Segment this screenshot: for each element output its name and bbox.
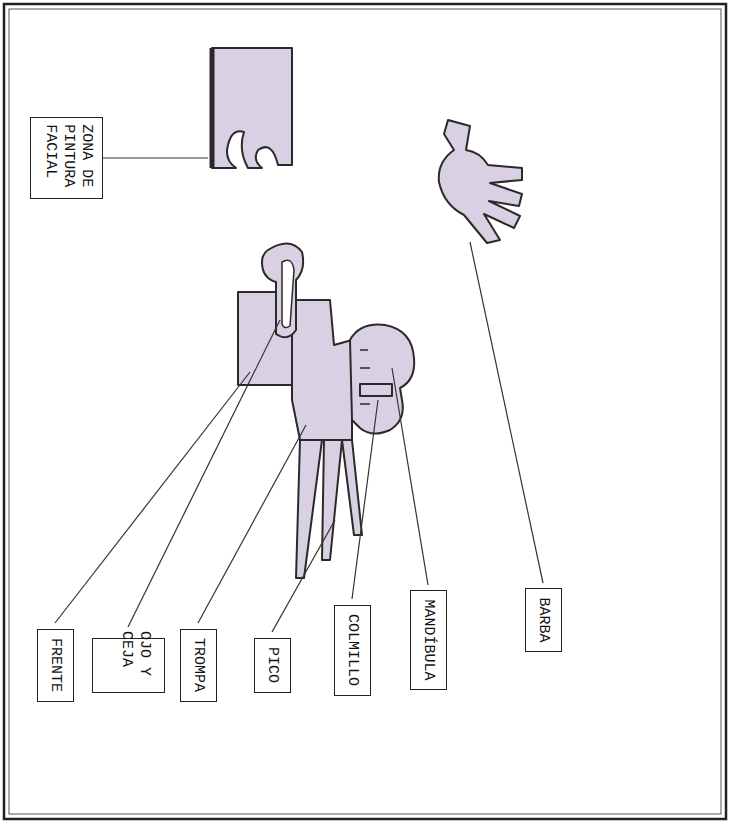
- leader-line: [392, 368, 428, 585]
- leader-line: [128, 320, 280, 627]
- label-box: BARBA: [525, 588, 562, 652]
- label-text: BARBA: [534, 597, 552, 642]
- leader-line: [470, 242, 543, 583]
- label-text: TROMPA: [189, 637, 207, 691]
- beard-shape: [439, 120, 522, 243]
- label-text: FRENTE: [46, 637, 64, 691]
- beak-prong: [322, 440, 342, 560]
- leader-line: [198, 425, 306, 623]
- label-text: ZONA DE PINTURA FACIAL: [41, 124, 95, 192]
- label-text: COLMILLO: [343, 613, 361, 685]
- eye-inner: [282, 260, 294, 327]
- label-box: FRENTE: [37, 629, 74, 702]
- leader-line: [352, 400, 378, 599]
- jaw-shape: [350, 325, 414, 434]
- label-box: TROMPA: [180, 629, 217, 702]
- trunk-shape: [292, 300, 352, 440]
- label-text: PICO: [263, 646, 281, 682]
- label-text: OJO Y CEJA: [117, 631, 153, 681]
- eye-brow-shape: [262, 243, 303, 337]
- label-box: MANDÍBULA: [410, 590, 447, 690]
- label-text: MANDÍBULA: [419, 599, 437, 680]
- fang-shape: [360, 384, 392, 396]
- beak-prong: [296, 440, 322, 578]
- beak-prong: [342, 440, 362, 535]
- face-paint-edge: [210, 48, 215, 168]
- label-box: OJO Y CEJA: [92, 638, 165, 693]
- label-box: PICO: [254, 638, 291, 693]
- label-box: COLMILLO: [334, 605, 371, 696]
- outer-frame: [4, 4, 726, 819]
- leader-line: [55, 372, 250, 623]
- leader-line: [272, 520, 335, 632]
- label-box: ZONA DE PINTURA FACIAL: [30, 117, 103, 199]
- inner-frame: [9, 9, 721, 814]
- face-paint-shape: [212, 48, 292, 168]
- leader-line: [100, 157, 208, 158]
